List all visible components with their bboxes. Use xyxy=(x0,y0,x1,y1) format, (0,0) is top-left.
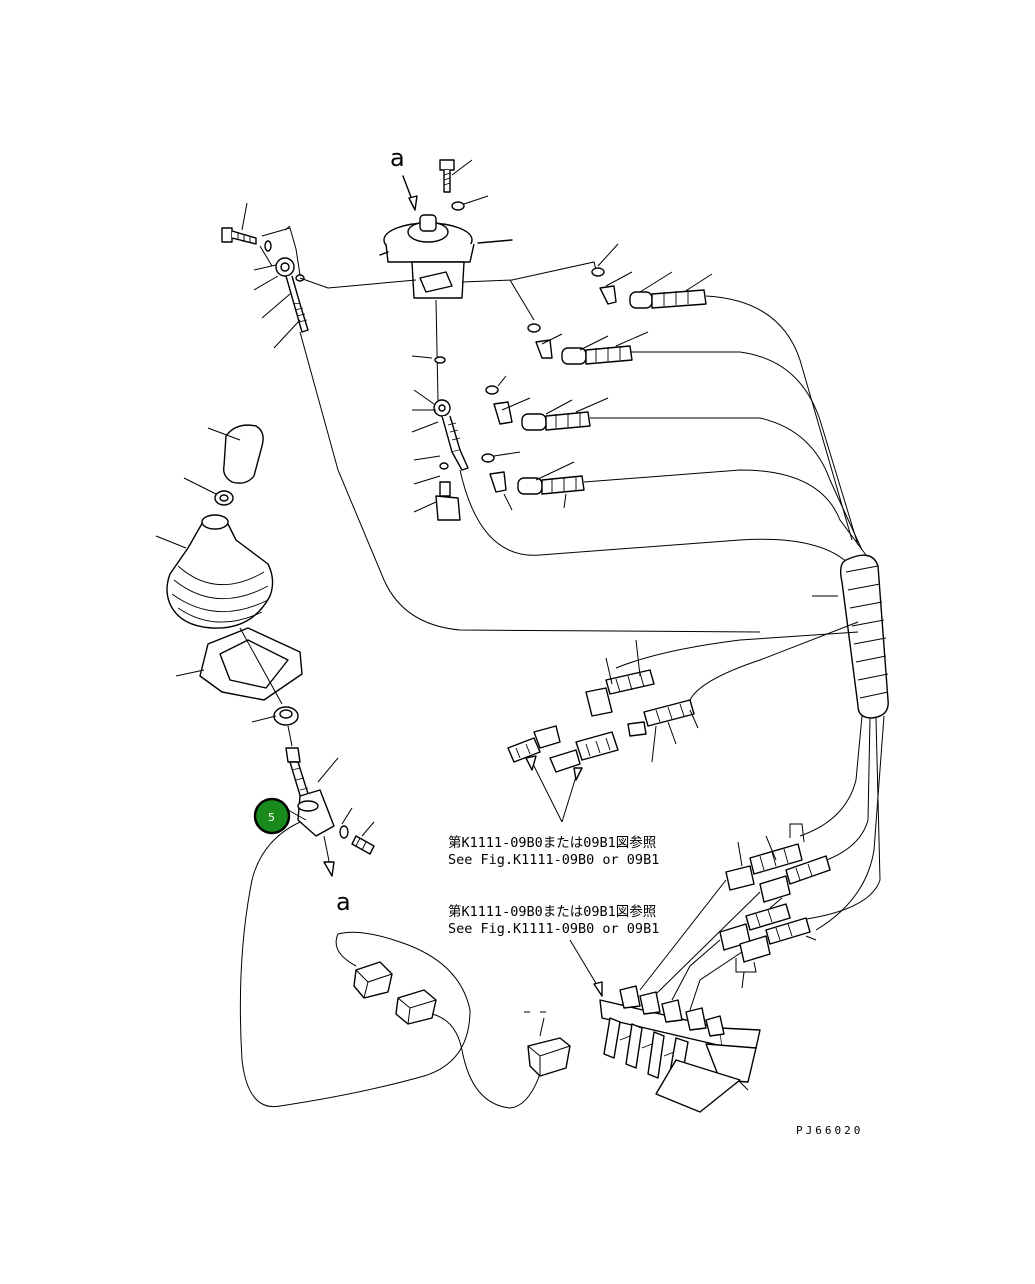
callout-5[interactable]: 5 xyxy=(253,797,291,835)
hose-fitting-4 xyxy=(481,451,585,511)
reference-note-1-jp: 第K1111-09B0または09B1図参照 xyxy=(448,834,656,851)
connector-lower-right xyxy=(719,823,831,989)
manifold-block xyxy=(599,985,761,1113)
view-arrow-top: a xyxy=(390,144,418,211)
bolt-top xyxy=(439,159,473,193)
lever-stem xyxy=(239,627,339,877)
boot-plate xyxy=(175,627,303,701)
reference-note-2-en: See Fig.K1111-09B0 or 09B1 xyxy=(448,921,659,937)
connector-box-1 xyxy=(353,961,393,999)
callout-number: 5 xyxy=(268,811,275,824)
bolt-left xyxy=(221,202,301,276)
drawing-code: PJ66020 xyxy=(796,1124,863,1137)
view-label-top: a xyxy=(390,144,405,172)
connector-box-2 xyxy=(395,989,437,1025)
hose-fitting-3 xyxy=(485,375,609,431)
callout-circle xyxy=(253,797,291,835)
pilot-valve xyxy=(379,214,513,299)
connector-box-3 xyxy=(524,1011,571,1077)
rod-center xyxy=(411,299,469,521)
view-label-bottom: a xyxy=(336,888,351,916)
hose-fitting-1 xyxy=(591,243,713,309)
reference-note-1-en: See Fig.K1111-09B0 or 09B1 xyxy=(448,852,659,868)
hose-fitting-2 xyxy=(527,323,649,365)
rod-eye-left xyxy=(253,245,309,349)
lever-boot xyxy=(155,514,274,629)
lever-nut xyxy=(183,477,234,506)
reference-note-2-jp: 第K1111-09B0または09B1図参照 xyxy=(448,903,656,920)
quick-coupler-group-2 xyxy=(507,725,619,823)
washer-top xyxy=(451,195,489,211)
lever-knob xyxy=(207,424,264,484)
bolt-bottom xyxy=(339,807,375,855)
quick-coupler-group-1 xyxy=(585,639,699,763)
hose-bundle xyxy=(812,554,889,719)
